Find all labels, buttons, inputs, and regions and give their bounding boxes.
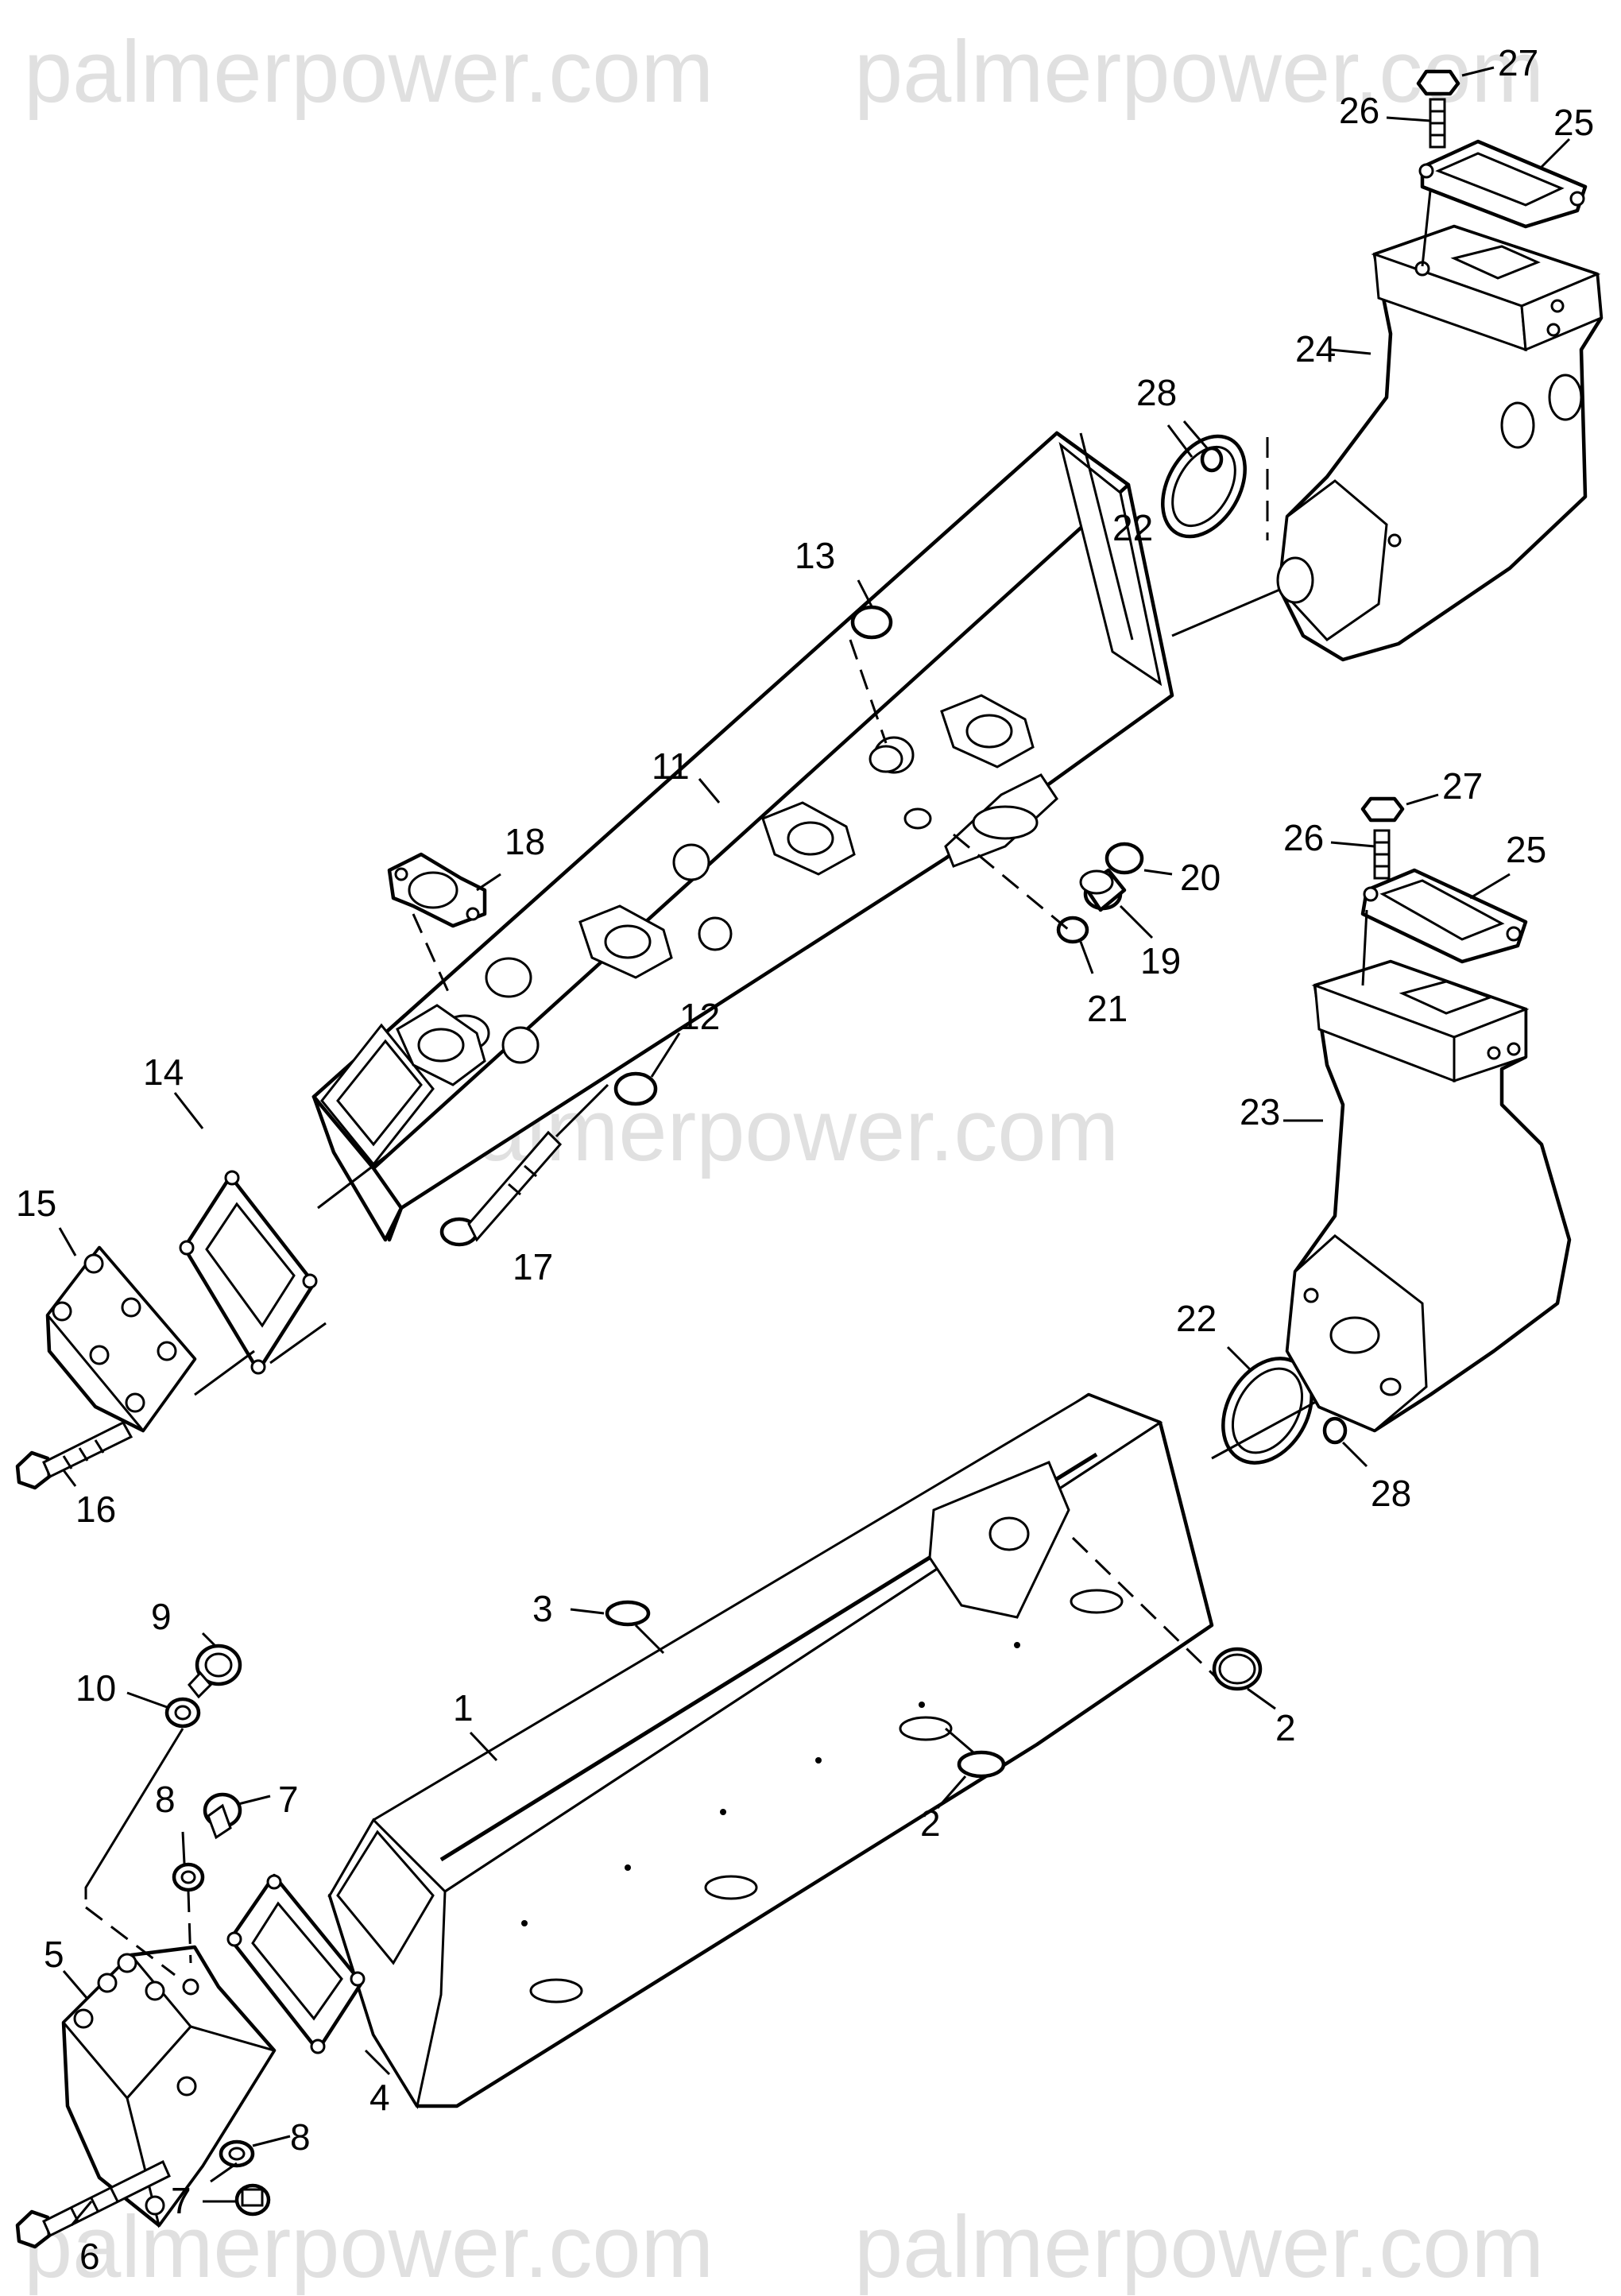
upper-end-cover <box>45 1245 197 1433</box>
lower-end-cover <box>61 1945 277 2228</box>
callout-17: 17 <box>513 1246 553 1287</box>
callout-21: 21 <box>1087 988 1128 1029</box>
callout-7b: 7 <box>171 2180 192 2221</box>
callout-25b: 25 <box>1506 829 1546 870</box>
callout-10: 10 <box>75 1667 116 1709</box>
lower-stud-nut <box>1360 796 1405 880</box>
callout-6: 6 <box>79 2236 100 2277</box>
upper-top-gasket <box>1418 139 1588 229</box>
callout-27a: 27 <box>1498 42 1538 83</box>
callout-12: 12 <box>679 996 720 1037</box>
callout-2a: 2 <box>1275 1707 1296 1748</box>
lower-drain-plug-upper <box>172 1792 242 1892</box>
watermark-bottom-left: palmerpower.com <box>24 2198 714 2296</box>
watermark-bottom-right: palmerpower.com <box>854 2198 1544 2296</box>
lower-top-plug <box>605 1600 651 1627</box>
callout-22b: 22 <box>1176 1298 1217 1339</box>
upper-cover-bolt <box>15 1421 133 1490</box>
lower-drain-plug-lower <box>219 2139 271 2217</box>
lower-fitting-9-10 <box>164 1644 242 1729</box>
upper-fitting-assembly <box>1056 842 1144 944</box>
callout-14: 14 <box>143 1051 184 1093</box>
callout-15: 15 <box>16 1183 56 1224</box>
lower-exhaust-manifold <box>327 1392 1214 2109</box>
upper-flange-gasket <box>387 852 487 928</box>
upper-exhaust-elbow <box>1276 224 1604 662</box>
callout-1: 1 <box>453 1687 474 1729</box>
upper-exhaust-manifold <box>311 431 1174 1242</box>
upper-plug <box>613 1071 658 1106</box>
watermark-top-left: palmerpower.com <box>24 23 714 121</box>
lower-top-gasket <box>1360 868 1528 964</box>
lower-sealing-ring <box>1221 1357 1313 1465</box>
upper-sealing-ring <box>1161 434 1247 539</box>
callout-19: 19 <box>1140 940 1181 982</box>
callout-23: 23 <box>1240 1091 1280 1133</box>
lower-exhaust-elbow <box>1285 959 1572 1433</box>
callout-22a: 22 <box>1112 507 1153 548</box>
callout-11: 11 <box>652 745 690 787</box>
callout-13: 13 <box>795 535 835 576</box>
callout-25a: 25 <box>1553 102 1594 143</box>
callout-28b: 28 <box>1371 1473 1411 1514</box>
callout-8b: 8 <box>290 2116 311 2158</box>
callout-2b: 2 <box>920 1802 941 1844</box>
callout-7a: 7 <box>278 1779 299 1820</box>
callout-20: 20 <box>1180 857 1221 898</box>
upper-end-gasket <box>179 1170 318 1375</box>
lower-end-gasket <box>226 1873 366 2054</box>
upper-small-plug <box>1200 446 1224 473</box>
callout-28a: 28 <box>1136 372 1177 413</box>
callout-3: 3 <box>532 1588 553 1629</box>
callout-8a: 8 <box>155 1779 176 1820</box>
callout-4: 4 <box>369 2077 390 2118</box>
callout-26b: 26 <box>1283 817 1324 858</box>
lower-side-plug-b <box>957 1750 1006 1779</box>
callout-24: 24 <box>1295 328 1336 370</box>
upper-top-plug <box>850 605 903 773</box>
callout-5: 5 <box>44 1934 64 1975</box>
callout-16: 16 <box>75 1489 116 1530</box>
callout-9: 9 <box>151 1596 172 1637</box>
lower-side-plug-a <box>1212 1647 1263 1691</box>
lower-cover-bolt <box>15 2159 171 2249</box>
callout-18: 18 <box>505 821 545 862</box>
upper-long-bolt <box>439 1130 563 1247</box>
upper-stud-nut <box>1416 69 1460 149</box>
lower-small-plug <box>1322 1416 1348 1445</box>
callout-27b: 27 <box>1442 765 1483 807</box>
callout-26a: 26 <box>1339 90 1379 131</box>
